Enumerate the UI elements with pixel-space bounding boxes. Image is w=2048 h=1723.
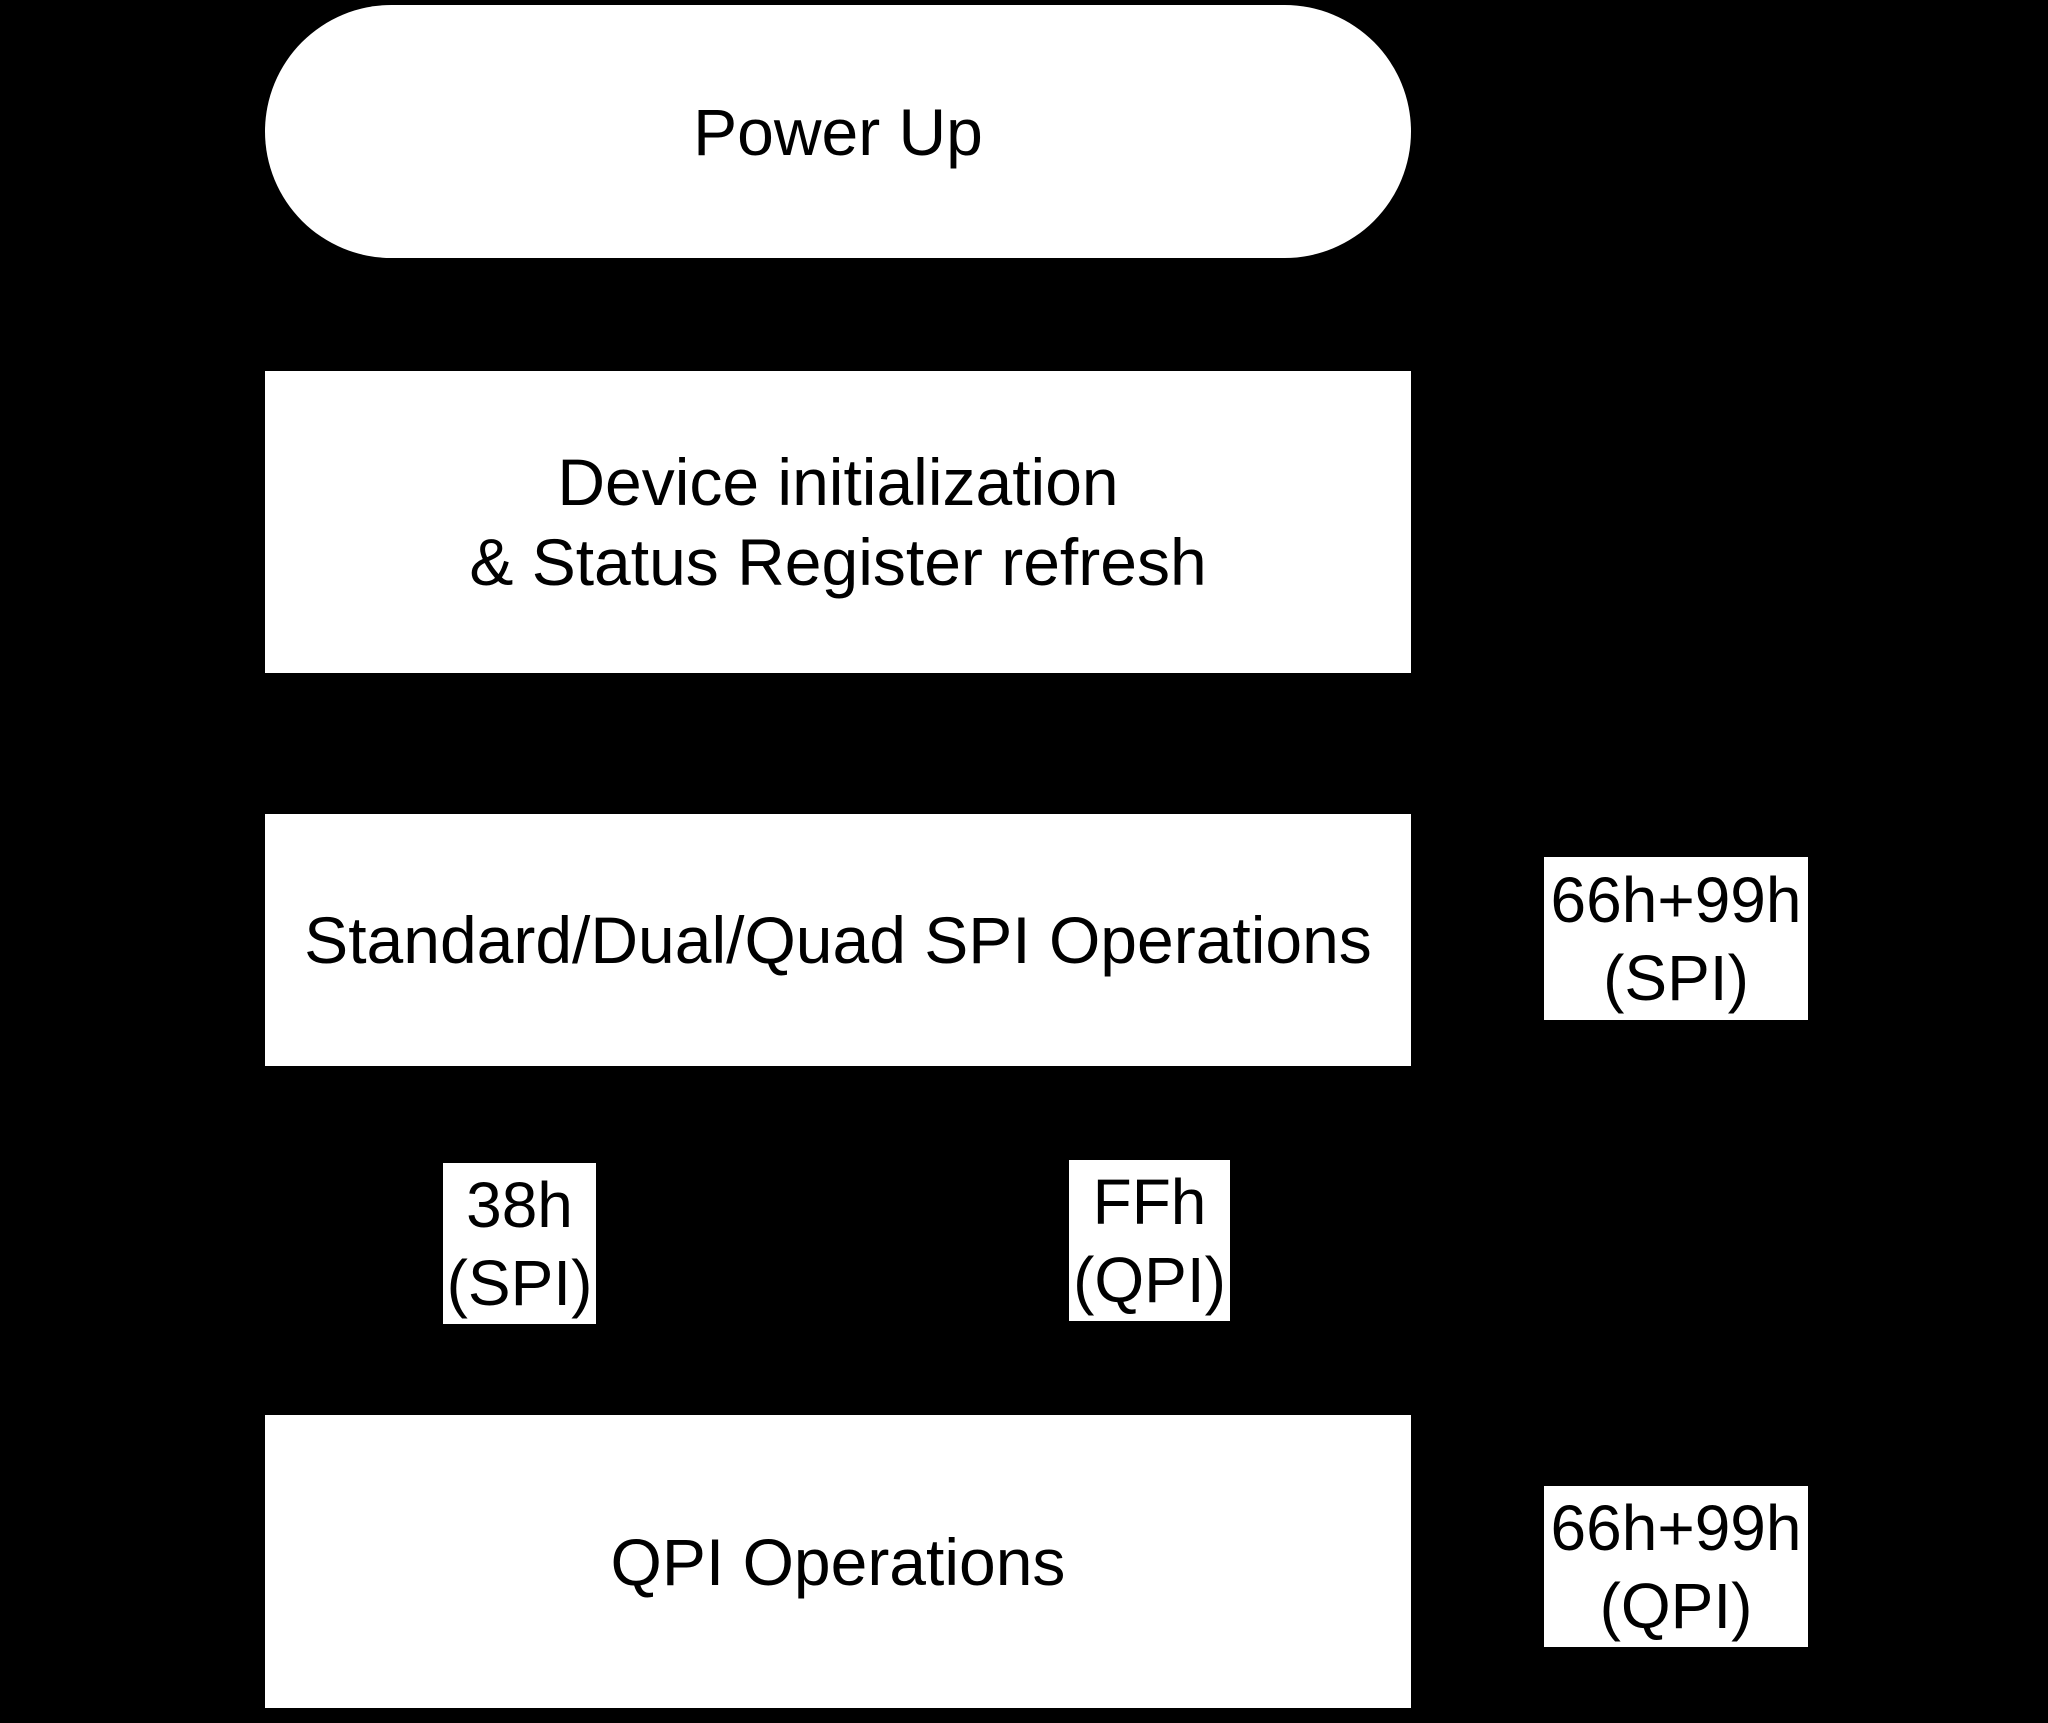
reset-spi-label-line2: (SPI) — [1603, 941, 1749, 1014]
qpi-operations-node: QPI Operations — [265, 1415, 1411, 1708]
power-up-node: Power Up — [265, 5, 1411, 258]
enter-qpi-label-line2: (SPI) — [446, 1246, 593, 1319]
exit-qpi-label-line1: FFh — [1092, 1165, 1207, 1238]
exit-qpi-label: FFh (QPI) — [1069, 1160, 1230, 1321]
reset-spi-label-line1: 66h+99h — [1550, 863, 1802, 936]
qpi-operations-label: QPI Operations — [610, 1524, 1066, 1599]
spi-operations-label: Standard/Dual/Quad SPI Operations — [304, 903, 1372, 977]
enter-qpi-label: 38h (SPI) — [443, 1163, 596, 1324]
reset-spi-label: 66h+99h (SPI) — [1544, 857, 1808, 1020]
reset-qpi-label-line2: (QPI) — [1599, 1569, 1753, 1642]
spi-operations-node: Standard/Dual/Quad SPI Operations — [265, 814, 1411, 1066]
enter-qpi-label-line1: 38h — [466, 1168, 573, 1241]
device-init-label-line1: Device initialization — [557, 445, 1119, 519]
exit-qpi-label-line2: (QPI) — [1073, 1243, 1226, 1316]
device-init-node: Device initialization & Status Register … — [265, 371, 1411, 673]
reset-qpi-label-line1: 66h+99h — [1550, 1491, 1802, 1564]
device-init-label-line2: & Status Register refresh — [469, 525, 1207, 599]
reset-qpi-label: 66h+99h (QPI) — [1544, 1486, 1808, 1647]
power-up-label: Power Up — [693, 94, 983, 169]
